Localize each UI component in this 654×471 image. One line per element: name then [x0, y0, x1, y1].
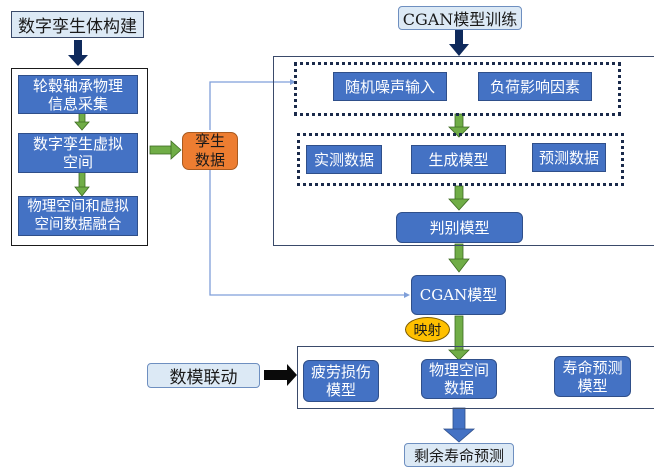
- green-arrow-right: [149, 140, 182, 160]
- green-arrow-down: [448, 185, 470, 211]
- bottom-frame: [297, 346, 654, 409]
- life-prediction-model: 寿命预测 模型: [554, 356, 631, 397]
- mapping-label: 映射: [405, 317, 450, 342]
- measured-data: 实测数据: [306, 145, 382, 174]
- input-group-frame: [294, 62, 621, 116]
- generator-model: 生成模型: [411, 145, 506, 174]
- remaining-life-prediction: 剩余寿命预测: [404, 443, 514, 467]
- twin-data-to-input-connector: [209, 81, 290, 130]
- green-arrow-down: [74, 171, 90, 197]
- fatigue-damage-model: 疲劳损伤 模型: [303, 360, 379, 402]
- twin-data-node: 孪生 数据: [182, 132, 238, 170]
- discriminator-model: 判别模型: [396, 212, 523, 243]
- data-model-linkage: 数模联动: [147, 363, 260, 388]
- left-process-frame: [11, 68, 148, 246]
- physical-space-data: 物理空间 数据: [421, 359, 497, 399]
- connector-arrowhead: [290, 79, 296, 85]
- data-group-frame: [297, 133, 624, 186]
- connector-arrowhead: [404, 292, 410, 298]
- twin-data-to-cgan-connector: [209, 170, 404, 296]
- left-step-1: 轮毂轴承物理 信息采集: [18, 75, 138, 114]
- cgan-training-frame: [273, 56, 654, 246]
- blue-arrow-down: [442, 407, 476, 443]
- black-arrow-right: [264, 364, 297, 386]
- load-factors: 负荷影响因素: [478, 72, 592, 101]
- cgan-training-header: CGAN模型训练: [398, 6, 522, 30]
- left-step-3: 物理空间和虚拟 空间数据融合: [18, 196, 138, 236]
- predicted-data: 预测数据: [532, 143, 606, 172]
- twin-construction-header: 数字孪生体构建: [11, 11, 144, 38]
- left-step-2: 数字孪生虚拟 空间: [18, 133, 138, 173]
- random-noise-input: 随机噪声输入: [333, 72, 447, 101]
- dark-arrow-down: [68, 40, 88, 66]
- green-arrow-down: [448, 315, 470, 361]
- cgan-model: CGAN模型: [411, 275, 506, 315]
- dark-arrow-down: [449, 30, 469, 56]
- green-arrow-down: [448, 243, 470, 273]
